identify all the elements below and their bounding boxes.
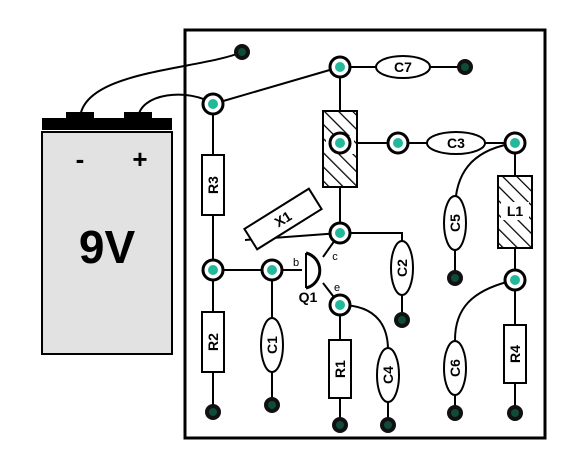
- c5-label: C5: [447, 214, 463, 232]
- resistor-r1: R1: [328, 339, 352, 399]
- r4-label: R4: [507, 345, 523, 363]
- battery-body: [41, 131, 173, 355]
- ground-points: [205, 44, 523, 433]
- wire-plus-to-t1: [212, 66, 341, 105]
- q1-pin-collector: c: [332, 251, 338, 263]
- ground-point: [447, 270, 463, 286]
- resistor-r4: R4: [503, 324, 527, 384]
- ground-point: [264, 397, 280, 413]
- solder-pad: [328, 55, 352, 79]
- capacitor-c5: C5: [443, 195, 467, 251]
- ground-point: [380, 417, 396, 433]
- r3-label: R3: [205, 176, 221, 194]
- resistor-r3: R3: [201, 154, 225, 216]
- battery-negative-lead: [79, 51, 243, 121]
- q1-pin-emitter: e: [334, 282, 340, 294]
- battery-negative-terminal: [66, 112, 94, 126]
- ground-point: [457, 59, 473, 75]
- q1-label: Q1: [299, 289, 318, 305]
- capacitor-c3: C3: [426, 131, 486, 155]
- r1-label: R1: [332, 360, 348, 378]
- battery-positive-terminal: [124, 112, 152, 126]
- ground-point: [205, 404, 221, 420]
- l1-label: L1: [507, 203, 524, 219]
- solder-pad: [328, 131, 352, 155]
- battery-plus-label: +: [132, 144, 147, 174]
- solder-pad: [201, 258, 225, 282]
- r2-label: R2: [205, 333, 221, 351]
- capacitor-c7: C7: [375, 55, 431, 79]
- ground-point: [234, 44, 250, 60]
- solder-pad: [201, 92, 225, 116]
- battery-voltage-label: 9V: [79, 221, 136, 273]
- battery-minus-label: -: [76, 144, 85, 174]
- c3-label: C3: [447, 135, 465, 151]
- c6-label: C6: [447, 359, 463, 377]
- solder-pad: [386, 131, 410, 155]
- x1-label: X1: [271, 208, 294, 231]
- solder-pad: [328, 221, 352, 245]
- ground-point: [332, 417, 348, 433]
- q1-pin-base: b: [293, 257, 299, 269]
- ground-point: [507, 405, 523, 421]
- c1-label: C1: [264, 336, 280, 354]
- resistor-r2: R2: [201, 311, 225, 373]
- solder-pads: [201, 55, 527, 317]
- solder-pad: [503, 131, 527, 155]
- c4-label: C4: [380, 366, 396, 384]
- solder-pad: [503, 268, 527, 292]
- capacitor-c4: C4: [376, 347, 400, 403]
- crystal-x1: X1: [243, 187, 323, 251]
- c2-label: C2: [394, 259, 410, 277]
- battery: - + 9V: [41, 112, 173, 355]
- battery-terminal-bar: [42, 118, 172, 130]
- c7-label: C7: [394, 59, 412, 75]
- ground-point: [447, 405, 463, 421]
- solder-pad: [260, 258, 284, 282]
- transistor-q1: b c e Q1: [293, 251, 340, 305]
- solder-pad: [328, 293, 352, 317]
- capacitor-c2: C2: [390, 240, 414, 296]
- ground-point: [394, 312, 410, 328]
- capacitor-c6: C6: [443, 340, 467, 396]
- inductor-l1: L1: [497, 175, 533, 249]
- capacitor-c1: C1: [260, 317, 284, 373]
